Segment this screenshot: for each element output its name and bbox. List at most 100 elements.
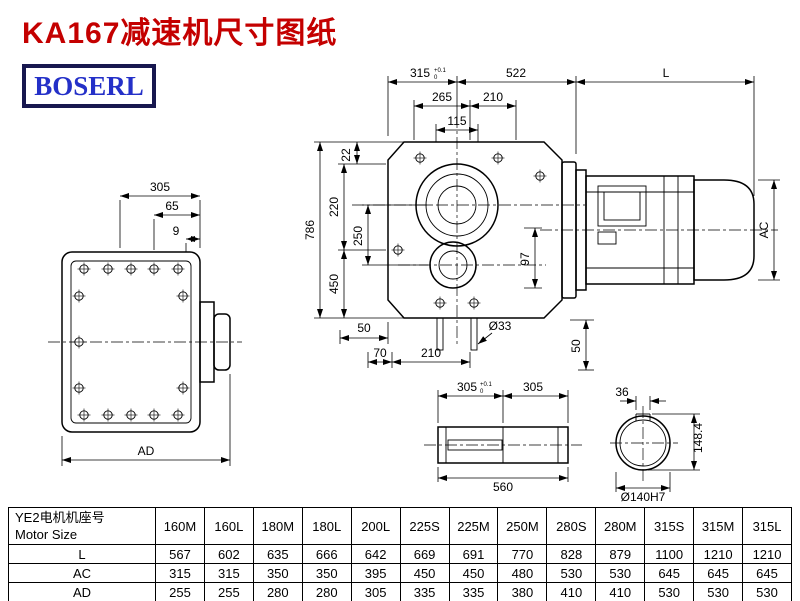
spec-cell: 602 — [203, 544, 254, 564]
dim-hole-dia33: Ø33 — [489, 319, 512, 333]
dim-bottom-210: 210 — [421, 346, 441, 360]
spec-cell: 335 — [399, 582, 450, 601]
dim-top-315-tol-lower: 0 — [434, 75, 438, 81]
spec-cell: 380 — [497, 582, 548, 601]
dim-left-220: 220 — [327, 197, 341, 217]
column-header-160M: 160M — [155, 507, 205, 545]
spec-cell: 410 — [595, 582, 646, 601]
spec-cell: 255 — [155, 582, 205, 601]
dim-side-65: 65 — [165, 199, 179, 213]
dim-side-305: 305 — [150, 180, 170, 194]
dim-shaft-560: 560 — [493, 480, 513, 494]
row-label: L — [8, 544, 156, 564]
dim-top-210: 210 — [483, 90, 503, 104]
spec-cell: 669 — [399, 544, 450, 564]
dim-left-786: 786 — [303, 220, 317, 240]
dim-top-115: 115 — [447, 114, 466, 128]
motor: AC — [540, 161, 780, 299]
spec-cell: 280 — [301, 582, 352, 601]
front-view: 315 +0.1 0 522 L 265 210 115 786 22 — [303, 66, 755, 371]
spec-cell: 315 — [203, 563, 254, 583]
spec-cell: 645 — [693, 563, 744, 583]
dim-key-height-148: 148.4 — [691, 423, 705, 453]
spec-cell: 1210 — [693, 544, 744, 564]
dim-bottom-50: 50 — [357, 321, 371, 335]
dim-left-22: 22 — [339, 148, 353, 162]
motor-size-header-cn: YE2电机机座号 — [15, 510, 105, 525]
column-header-225M: 225M — [448, 507, 499, 545]
spec-cell: 642 — [350, 544, 401, 564]
boserl-logo-text: BOSERL — [34, 70, 144, 101]
dim-top-522: 522 — [506, 66, 526, 80]
side-view: 305 65 9 AD — [48, 180, 242, 466]
spec-cell: 450 — [448, 563, 499, 583]
column-header-160L: 160L — [203, 507, 254, 545]
motor-size-header-en: Motor Size — [15, 527, 78, 542]
spec-cell: 530 — [693, 582, 744, 601]
spec-cell: 530 — [546, 563, 597, 583]
column-header-200L: 200L — [350, 507, 401, 545]
spec-cell: 280 — [252, 582, 303, 601]
shaft-view: 305 +0.1 0 305 560 — [424, 380, 582, 494]
column-header-180M: 180M — [252, 507, 303, 545]
dim-left-450: 450 — [327, 274, 341, 294]
dim-left-250: 250 — [351, 226, 365, 246]
spec-cell: 350 — [301, 563, 352, 583]
spec-cell: 645 — [644, 563, 695, 583]
column-header-315S: 315S — [644, 507, 695, 545]
spec-cell: 1100 — [644, 544, 695, 564]
column-header-225S: 225S — [399, 507, 450, 545]
spec-cell: 410 — [546, 582, 597, 601]
dim-side-ad: AD — [138, 444, 155, 458]
spec-cell: 879 — [595, 544, 646, 564]
dim-top-L: L — [663, 66, 670, 80]
spec-cell: 530 — [644, 582, 695, 601]
spec-cell: 480 — [497, 563, 548, 583]
dim-shaft-305-tol-upper: +0.1 — [480, 382, 493, 388]
page-title: KA167减速机尺寸图纸 — [22, 17, 338, 50]
row-label: AC — [8, 563, 156, 583]
dim-key-36: 36 — [615, 385, 629, 399]
spec-cell: 770 — [497, 544, 548, 564]
row-label: AD — [8, 582, 156, 601]
boserl-logo: BOSERL — [22, 64, 156, 108]
shaft-end-view: 36 148.4 Ø140H7 — [610, 385, 705, 504]
spec-cell: 315 — [155, 563, 205, 583]
column-header-280S: 280S — [546, 507, 597, 545]
dim-shaft-305-left: 305 — [457, 380, 477, 394]
technical-drawing: 305 65 9 AD — [48, 66, 780, 504]
spec-cell: 691 — [448, 544, 499, 564]
dim-motor-ac: AC — [757, 221, 771, 238]
motor-size-header: YE2电机机座号 Motor Size — [8, 507, 156, 545]
column-header-315L: 315L — [742, 507, 792, 545]
dim-right-97: 97 — [518, 252, 532, 266]
spec-cell: 530 — [742, 582, 792, 601]
spec-cell: 450 — [399, 563, 450, 583]
spec-cell: 645 — [742, 563, 792, 583]
spec-cell: 335 — [448, 582, 499, 601]
spec-cell: 530 — [595, 563, 646, 583]
dim-top-315-tol-upper: +0.1 — [434, 68, 447, 74]
spec-cell: 828 — [546, 544, 597, 564]
dim-side-9: 9 — [173, 224, 180, 238]
dim-shaft-305-right: 305 — [523, 380, 543, 394]
spec-cell: 635 — [252, 544, 303, 564]
spec-cell: 350 — [252, 563, 303, 583]
spec-cell: 567 — [155, 544, 205, 564]
dim-right-50: 50 — [569, 339, 583, 353]
spec-cell: 395 — [350, 563, 401, 583]
column-header-280M: 280M — [595, 507, 646, 545]
dim-shaft-305-tol-lower: 0 — [480, 389, 484, 395]
spec-cell: 255 — [203, 582, 254, 601]
spec-cell: 1210 — [742, 544, 792, 564]
column-header-315M: 315M — [693, 507, 744, 545]
column-header-250M: 250M — [497, 507, 548, 545]
spec-cell: 305 — [350, 582, 401, 601]
